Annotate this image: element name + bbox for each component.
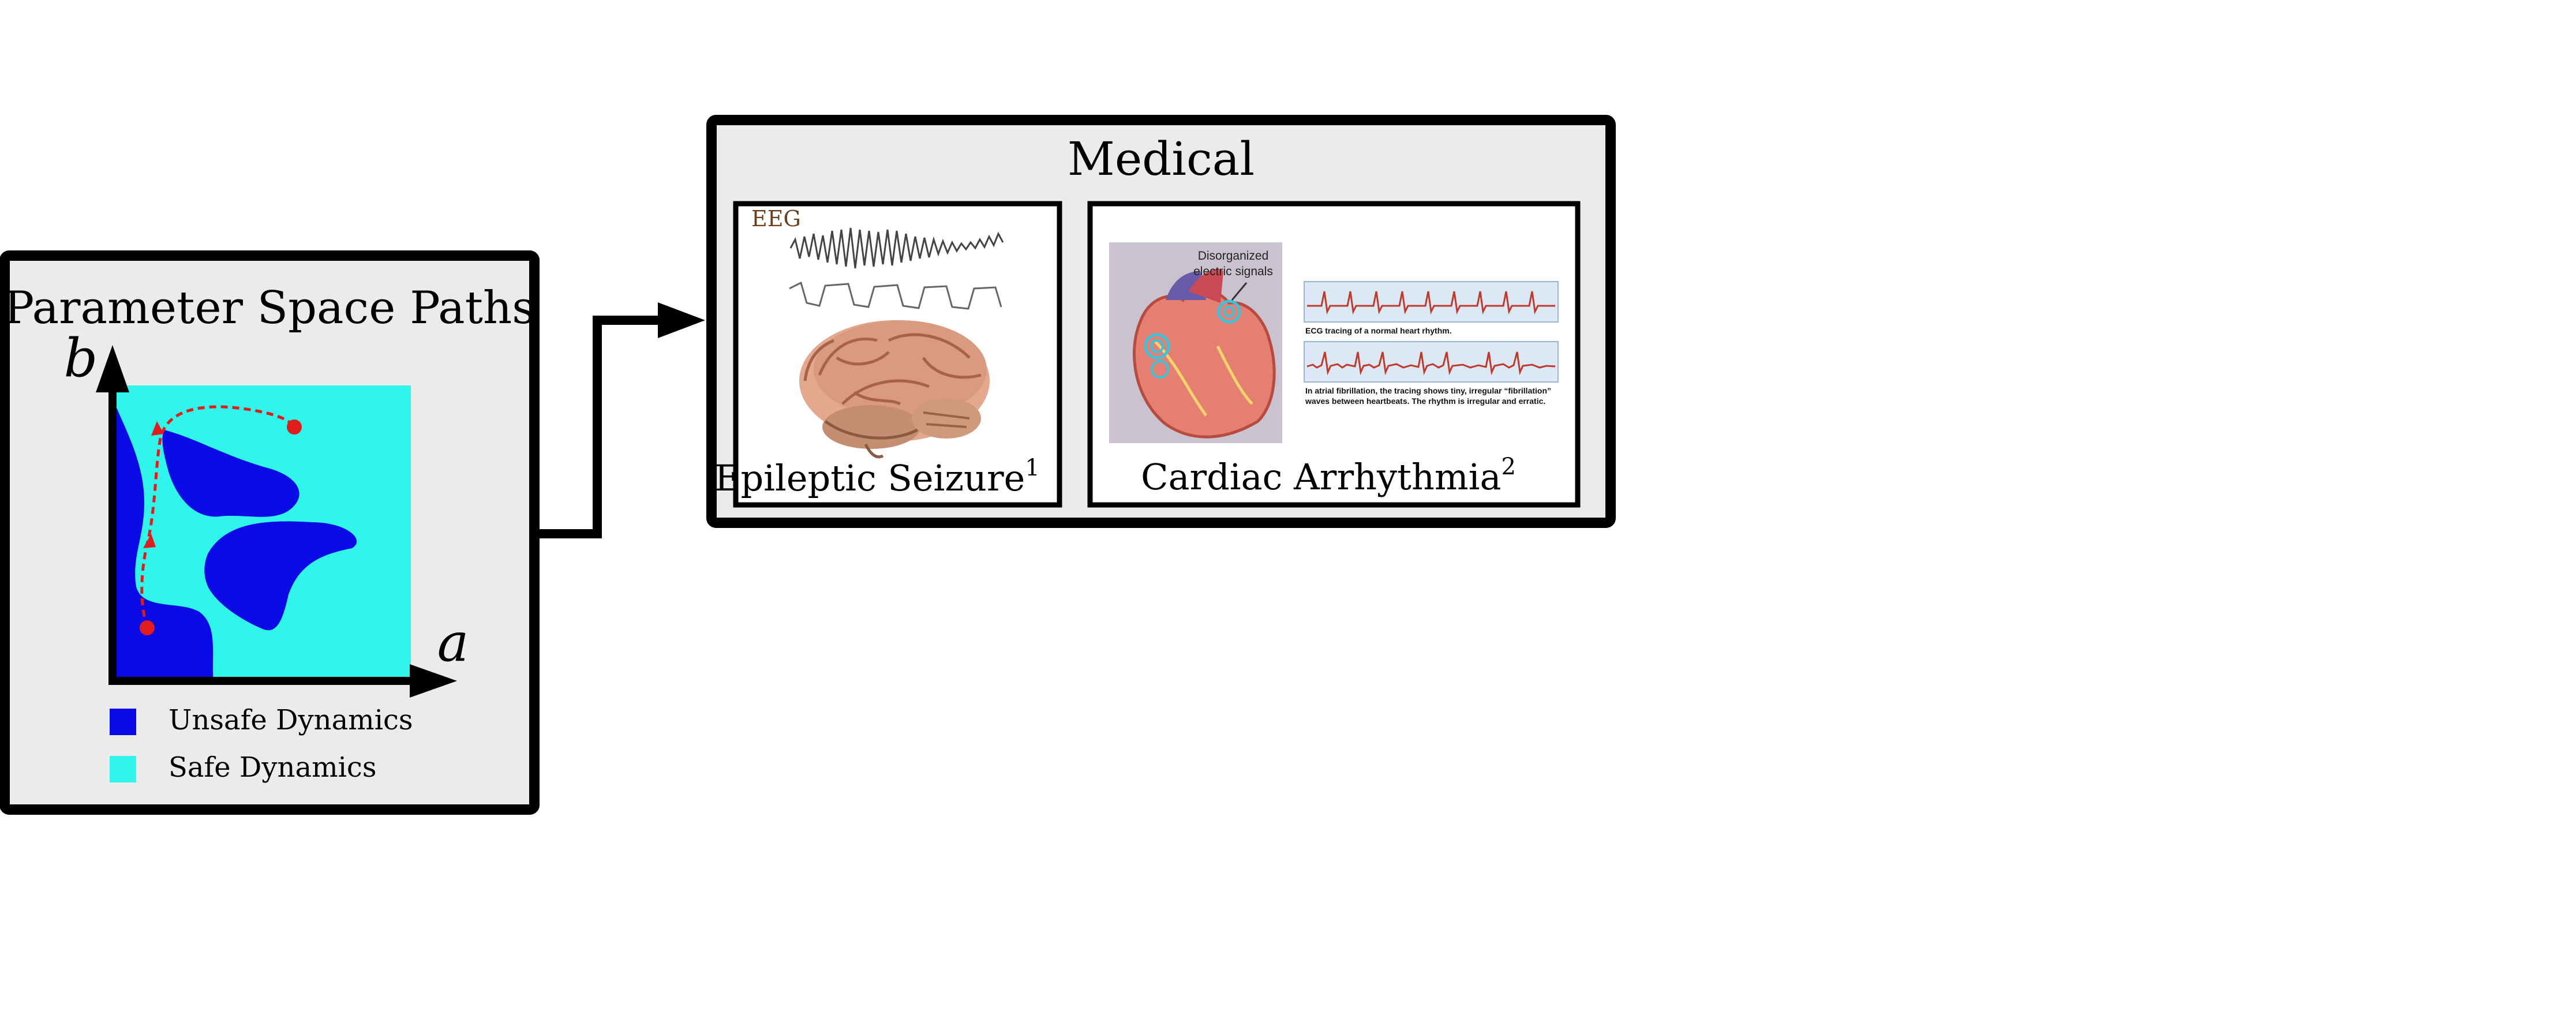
y-axis-arrowhead [96,345,129,392]
connector-arrowhead [658,302,705,338]
ecg-afib-strip [1304,341,1559,383]
ecg-afib-caption-line1: In atrial fibrillation, the tracing show… [1305,386,1551,395]
path-arrow-upper [151,421,164,436]
path-start-point [140,620,155,635]
ecg-normal-strip [1304,281,1559,323]
cardiac-card: Disorganized electric signals ECG tracin… [1087,201,1581,508]
eeg-label: EEG [751,206,801,231]
y-axis-label: b [64,327,98,389]
parameter-panel-title: Parameter Space Paths [4,282,536,334]
medical-panel: Medical EEG Epileptic Seizure1 [706,115,1616,528]
eeg-trace-normal [789,281,1002,310]
x-axis-arrowhead [410,664,457,698]
parameter-path [140,405,296,628]
unsafe-region-lower [204,521,357,631]
unsafe-region-left [113,398,214,681]
heart-label-line1: Disorganized [1198,249,1269,263]
eeg-trace-seizure [789,227,1004,269]
legend-swatch-safe [110,756,136,782]
unsafe-region-upper [162,430,299,517]
heart-illustration: Disorganized electric signals [1109,242,1282,443]
connector-line [534,316,669,538]
path-arrow-lower [143,534,156,548]
legend-label-unsafe: Unsafe Dynamics [169,704,413,736]
cardiac-caption-superscript: 2 [1501,454,1515,480]
ecg-afib-trace [1306,351,1556,376]
epilepsy-caption-superscript: 1 [1025,455,1039,481]
legend-swatch-unsafe [110,709,136,735]
epilepsy-caption: Epileptic Seizure1 [714,455,1040,499]
brain-illustration [799,320,990,459]
parameter-space-panel: Parameter Space Paths a b Unsafe Dynamic… [0,250,540,815]
legend-label-safe: Safe Dynamics [169,751,376,784]
cardiac-caption-text: Cardiac Arrhythmia [1141,456,1501,498]
ecg-normal-caption: ECG tracing of a normal heart rhythm. [1305,326,1452,335]
ecg-afib-caption-line2: waves between heartbeats. The rhythm is … [1305,396,1545,406]
heart-label-line2: electric signals [1193,265,1273,278]
x-axis-label: a [437,612,469,673]
path-end-point [287,420,302,435]
medical-panel-title: Medical [1068,132,1255,186]
cardiac-caption: Cardiac Arrhythmia2 [1141,454,1516,498]
ecg-normal-trace [1307,291,1555,314]
epilepsy-card: EEG Epileptic Seizure1 [714,201,1062,508]
epilepsy-caption-text: Epileptic Seizure [714,457,1025,499]
